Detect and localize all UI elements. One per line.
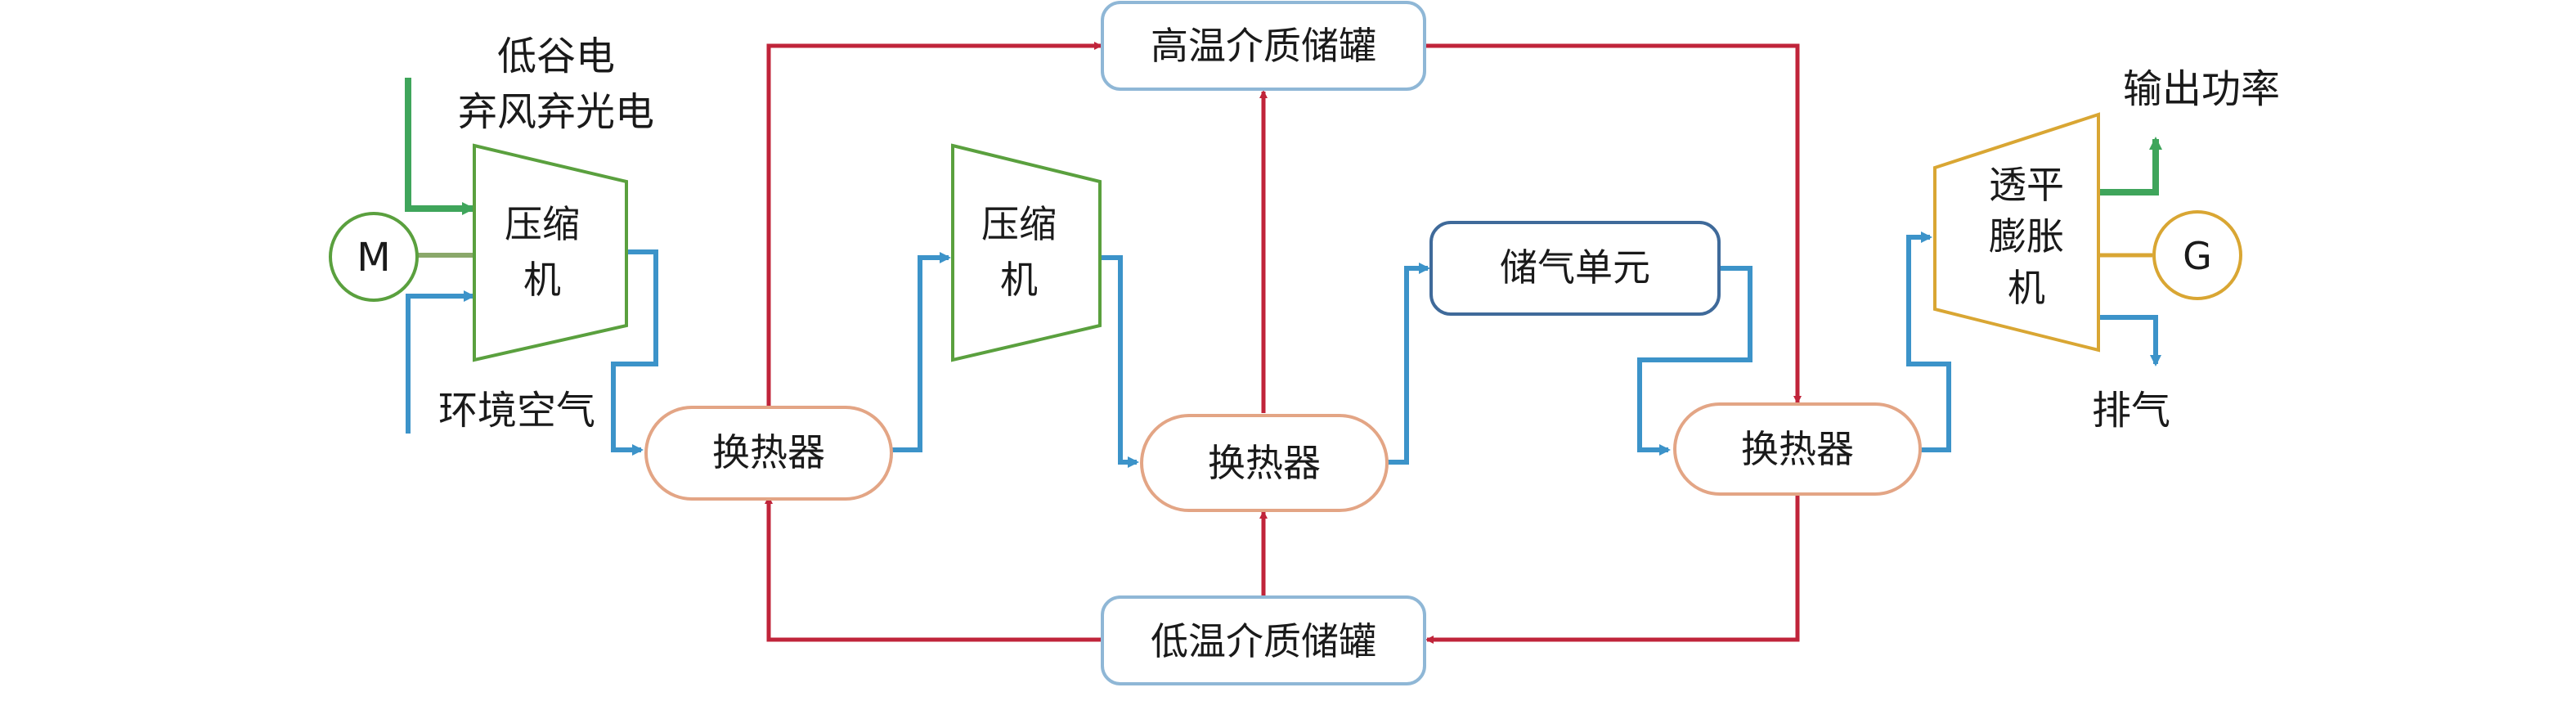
comp1-to-hx1-line bbox=[611, 249, 658, 456]
exhaust-label: 排气 bbox=[2092, 388, 2170, 434]
turbine-shape bbox=[1933, 112, 2100, 353]
heat-exchanger-1-box bbox=[644, 406, 893, 501]
compressor-1-shape bbox=[473, 143, 628, 362]
electric-input-path bbox=[405, 78, 2162, 215]
low-tank-to-hx1-line bbox=[765, 496, 1101, 642]
heat-exchanger-2-box bbox=[1140, 414, 1389, 512]
compressor-2-shape bbox=[951, 143, 1102, 362]
output-power-label: 输出功率 bbox=[2123, 66, 2280, 112]
energy-input-label-line1: 低谷电 bbox=[497, 34, 615, 79]
generator-circle bbox=[2152, 210, 2242, 300]
heat-exchanger-2: 换热器 bbox=[1140, 414, 1389, 512]
turbine-label-line3: 机 bbox=[2008, 266, 2045, 310]
motor-label: M bbox=[357, 235, 390, 281]
air-storage-box bbox=[1429, 221, 1721, 316]
heat-exchanger-1-label: 换热器 bbox=[712, 430, 825, 474]
exhaust-line bbox=[2098, 315, 2161, 366]
heat-exchanger-2-label: 换热器 bbox=[1208, 441, 1321, 485]
hx1-to-comp2-line bbox=[891, 252, 951, 452]
motor-circle bbox=[329, 212, 419, 302]
motor: M bbox=[329, 212, 419, 302]
heat-exchanger-3-label: 换热器 bbox=[1741, 427, 1854, 471]
heat-exchanger-3-box bbox=[1673, 402, 1922, 496]
compressor-1: 压缩 机 bbox=[473, 143, 628, 362]
storage-to-hx3-line bbox=[1637, 266, 1752, 456]
compressor-2-label-line2: 机 bbox=[1000, 258, 1038, 302]
thermal-medium-loop bbox=[765, 42, 1802, 644]
hx1-to-high-tank-line bbox=[766, 42, 1102, 407]
high-temp-tank-box bbox=[1101, 1, 1426, 91]
turbine-expander: 透平 膨胀 机 bbox=[1933, 112, 2100, 353]
turbine-label-line1: 透平 bbox=[1989, 163, 2064, 207]
hx3-to-turbine-line bbox=[1906, 231, 1951, 452]
high-temp-tank-label: 高温介质储罐 bbox=[1151, 24, 1376, 68]
compressor-1-label-line1: 压缩 bbox=[505, 202, 580, 246]
comp2-to-hx2-line bbox=[1100, 255, 1139, 468]
turbine-label-line2: 膨胀 bbox=[1989, 214, 2064, 258]
heat-exchanger-3: 换热器 bbox=[1673, 402, 1922, 496]
air-storage-unit: 储气单元 bbox=[1429, 221, 1721, 316]
low-temp-tank: 低温介质储罐 bbox=[1101, 595, 1426, 685]
high-tank-to-hx3-line bbox=[1425, 43, 1802, 404]
energy-input-label-line2: 弃风弃光电 bbox=[458, 89, 654, 135]
generator-label: G bbox=[2183, 234, 2212, 278]
high-temp-tank: 高温介质储罐 bbox=[1101, 1, 1426, 91]
ambient-air-inlet-line bbox=[406, 290, 475, 434]
electric-input-line bbox=[405, 78, 475, 215]
low-temp-tank-label: 低温介质储罐 bbox=[1151, 619, 1376, 663]
output-power-line bbox=[2098, 137, 2162, 195]
compressor-2-label-line1: 压缩 bbox=[981, 202, 1057, 246]
hx2-to-storage-line bbox=[1388, 263, 1430, 465]
compressor-1-label-line2: 机 bbox=[523, 258, 561, 302]
air-storage-label: 储气单元 bbox=[1500, 245, 1650, 290]
hx3-to-low-tank-line bbox=[1425, 495, 1800, 644]
low-temp-tank-box bbox=[1101, 595, 1426, 685]
generator: G bbox=[2152, 210, 2242, 300]
compressor-2: 压缩 机 bbox=[951, 143, 1102, 362]
air-flow-path bbox=[406, 231, 2161, 468]
ambient-air-label: 环境空气 bbox=[438, 388, 595, 434]
heat-exchanger-1: 换热器 bbox=[644, 406, 893, 501]
